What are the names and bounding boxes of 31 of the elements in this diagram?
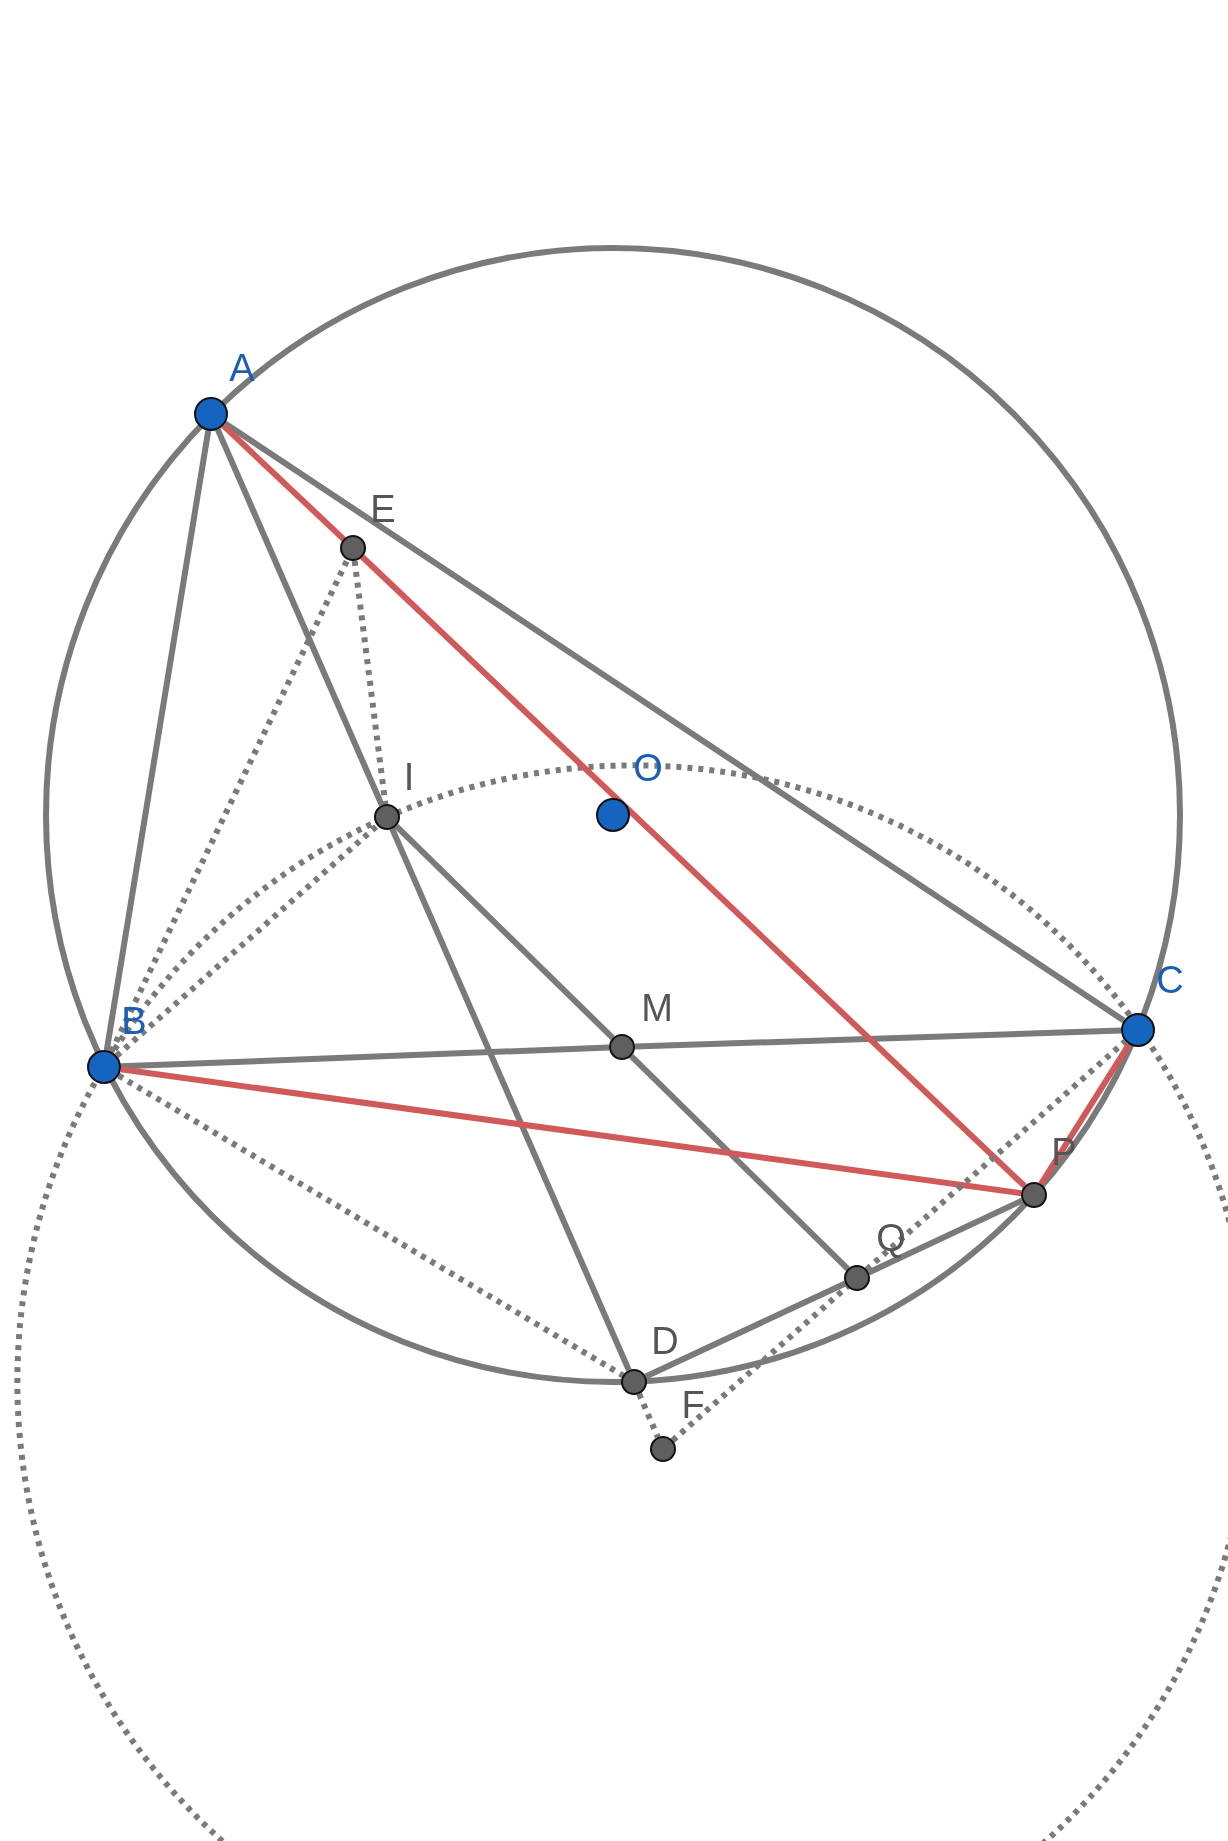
segment xyxy=(634,1027,1122,1050)
point-label: Q xyxy=(876,1219,906,1257)
segment xyxy=(867,1197,1024,1276)
segment xyxy=(1038,1042,1132,1186)
segment xyxy=(360,554,1027,1189)
point-label: D xyxy=(651,1322,679,1360)
segment xyxy=(389,827,632,1372)
dotted-segment xyxy=(636,1392,661,1439)
point-label: E xyxy=(370,490,396,528)
dotted-segment xyxy=(351,560,389,805)
segment xyxy=(644,1280,847,1380)
point-label: O xyxy=(633,749,663,787)
dotted-segment xyxy=(114,823,380,1058)
segment xyxy=(394,823,615,1041)
point-label: I xyxy=(403,758,415,796)
segment xyxy=(103,430,212,1051)
dotted-segment xyxy=(864,1039,1128,1272)
point-label: P xyxy=(1051,1133,1077,1171)
dotted-segment xyxy=(108,558,351,1053)
dotted-segment xyxy=(117,1073,625,1378)
point-label: A xyxy=(229,349,255,387)
segment xyxy=(223,420,1126,1024)
segment xyxy=(120,1066,1022,1197)
dotted-segment xyxy=(670,1284,850,1443)
point-label: C xyxy=(1156,961,1184,999)
segment xyxy=(120,1044,610,1070)
segment xyxy=(629,1053,850,1272)
segment xyxy=(221,423,346,542)
segment xyxy=(215,428,385,807)
point-label: M xyxy=(641,989,673,1027)
point-label: F xyxy=(681,1386,705,1424)
